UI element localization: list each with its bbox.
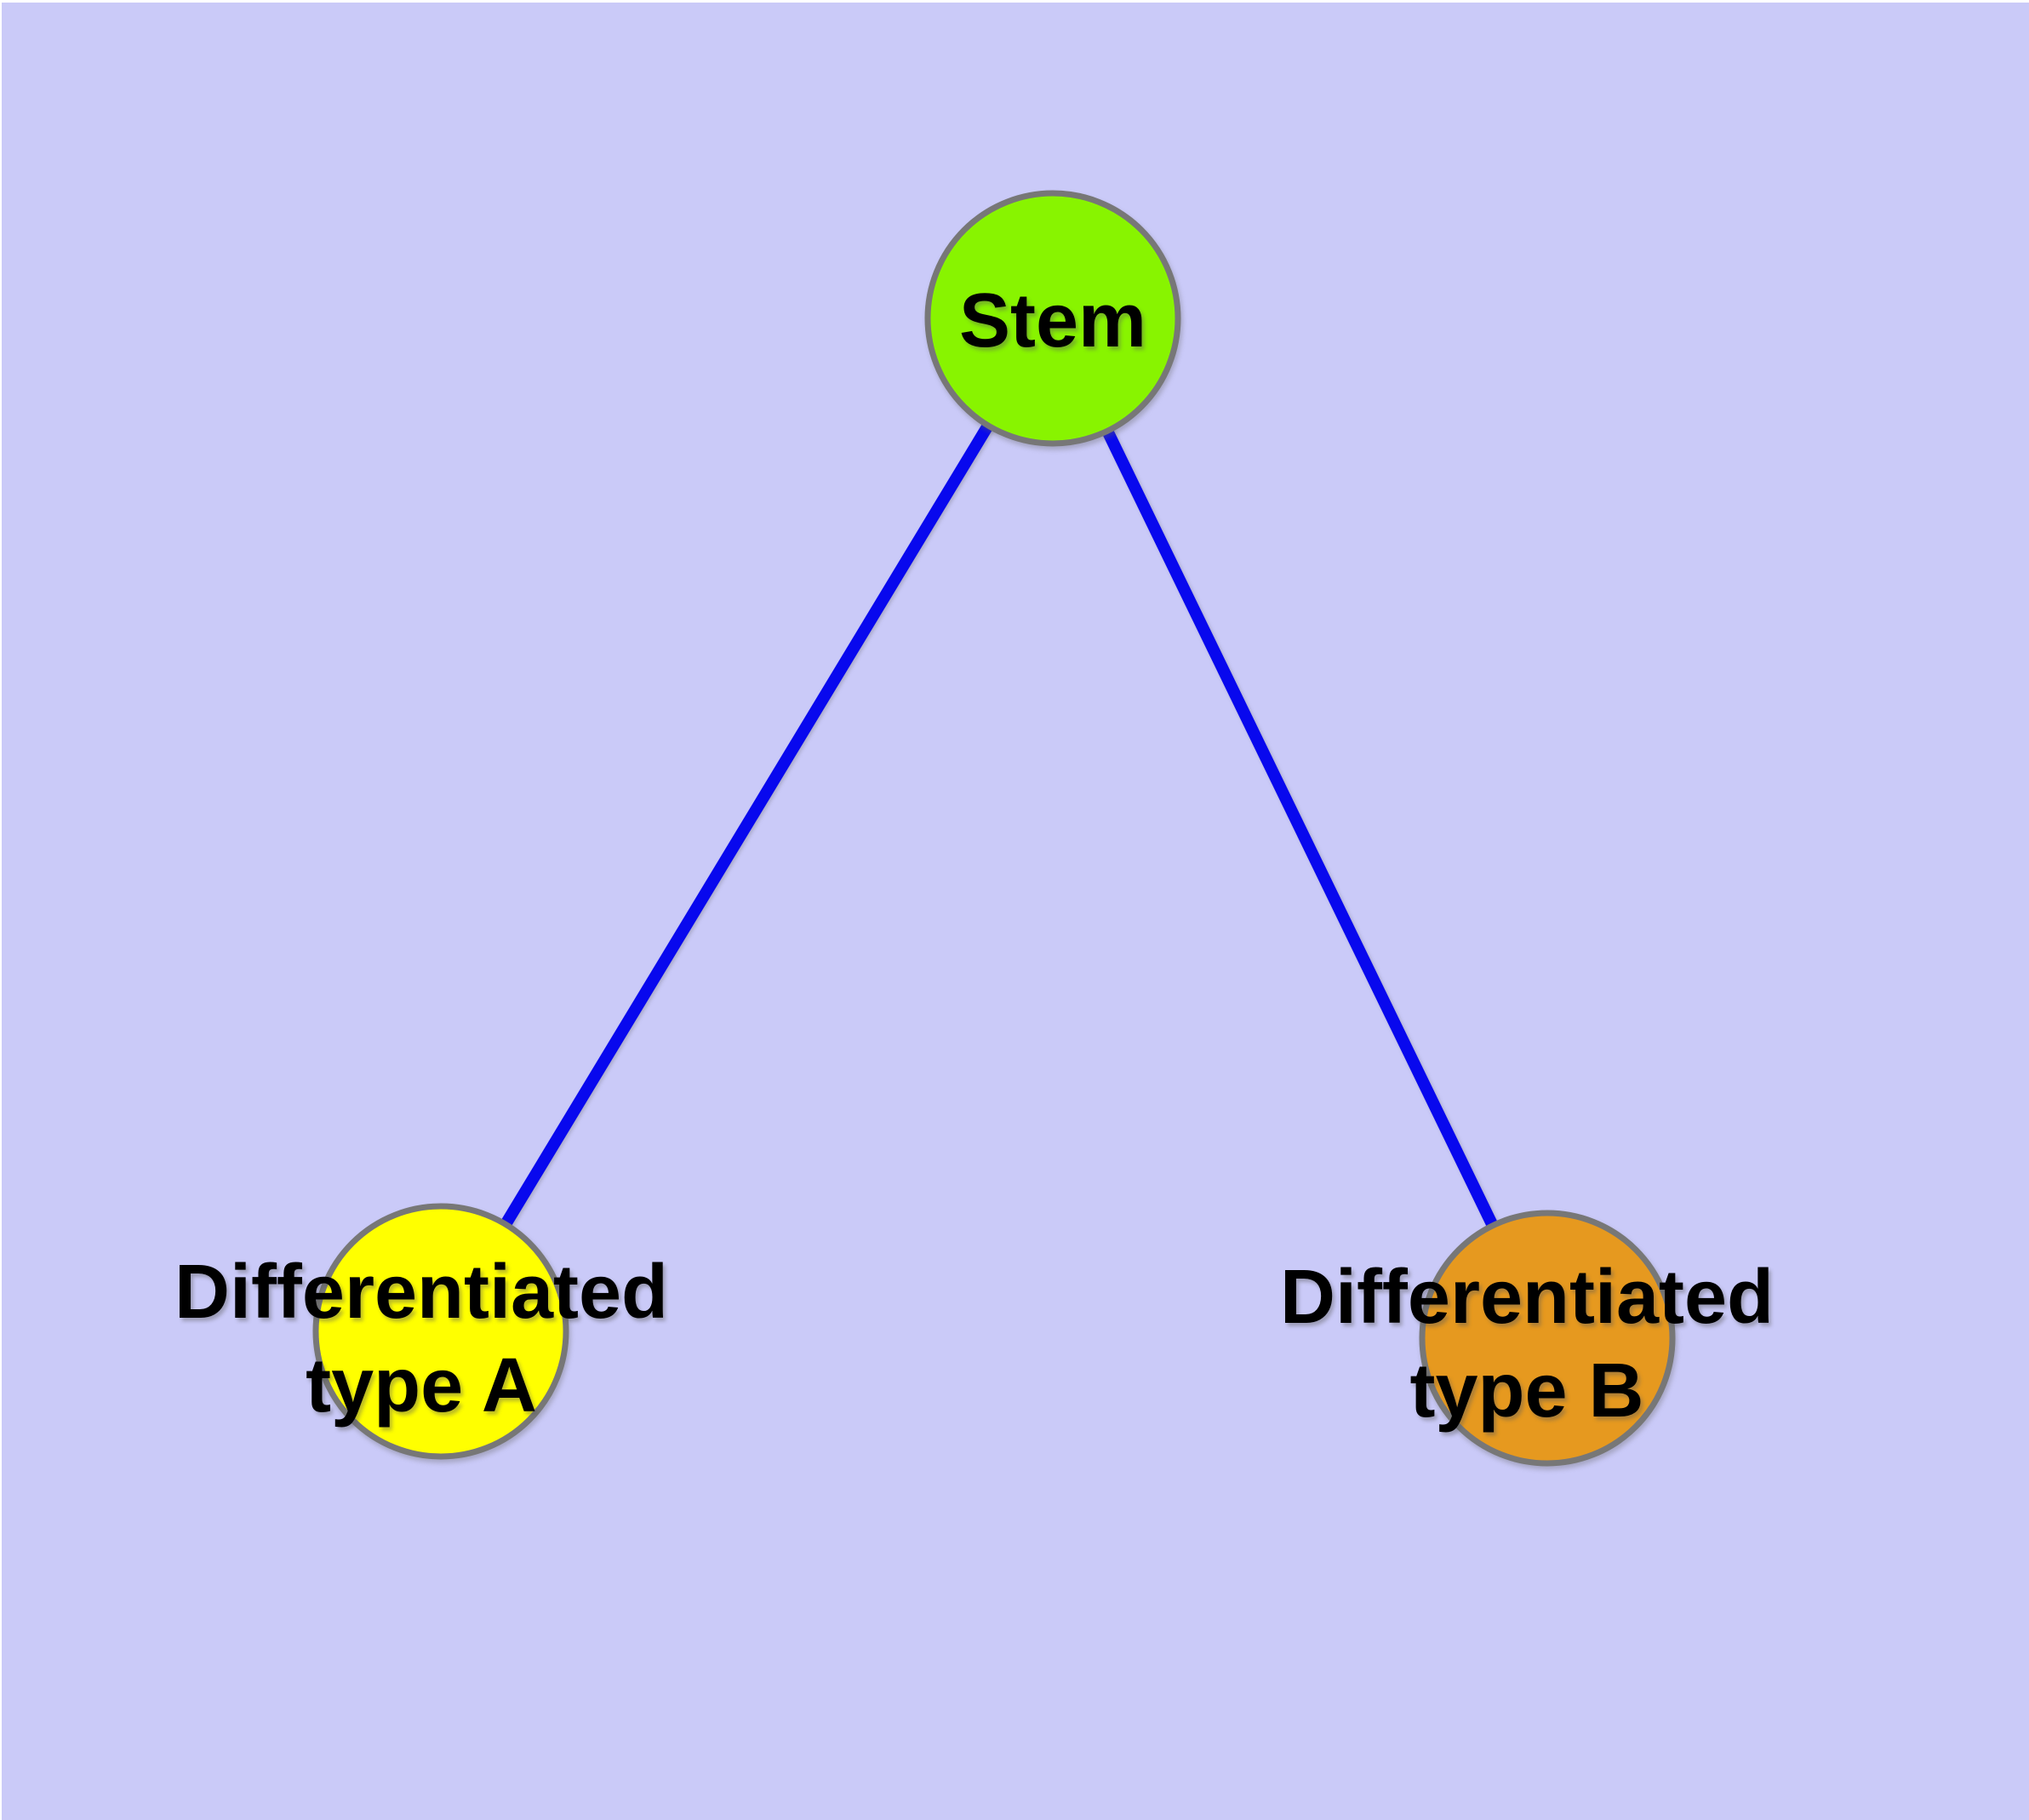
node-type-a-label-line2: type A	[306, 1343, 537, 1428]
node-type-b-circle	[1419, 1210, 1676, 1467]
node-stem-circle	[924, 190, 1181, 447]
node-type-a-label-line1: Differentiated	[174, 1250, 668, 1335]
node-type-a-circle	[312, 1203, 569, 1460]
node-type-b-label-line1: Differentiated	[1280, 1255, 1774, 1340]
node-type-b-label-line2: type B	[1409, 1348, 1643, 1434]
edge-group	[436, 315, 1553, 1342]
node-stem-label: Stem	[959, 278, 1146, 363]
edge-stem-to-type-b	[1047, 315, 1553, 1342]
edge-stem-to-type-a	[436, 315, 1058, 1335]
label-group: Stem Differentiated type A Differentiate…	[174, 278, 1774, 1434]
node-group	[312, 190, 1676, 1467]
